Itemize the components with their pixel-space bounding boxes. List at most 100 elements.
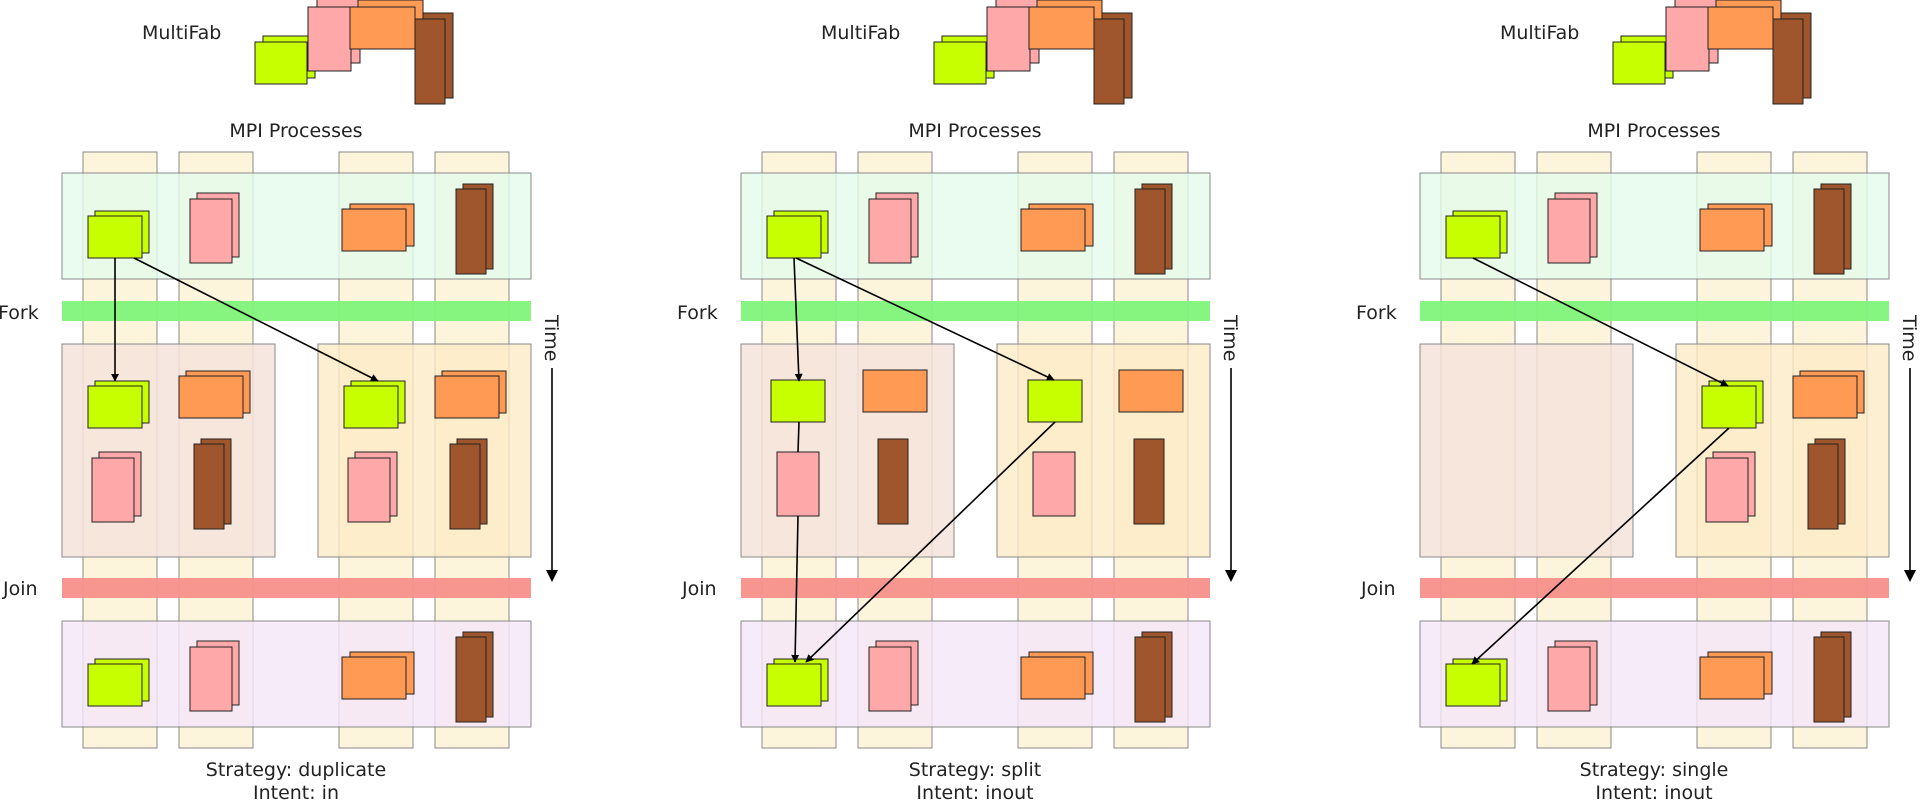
time-axis: Time	[540, 314, 562, 582]
multifab-pink-box	[1665, 0, 1719, 72]
split-arrow-task2	[795, 257, 1055, 381]
final-pink-box	[189, 640, 240, 712]
fork-bar	[62, 301, 531, 321]
multifab-brown-box	[414, 12, 454, 105]
intent-caption: Intent: inout	[1595, 782, 1712, 800]
task2-lime-box	[343, 380, 406, 429]
initial-orange-box-front	[341, 208, 407, 252]
time-arrowhead	[1904, 570, 1916, 582]
intent-caption: Intent: inout	[916, 782, 1033, 800]
final-pink-box	[1547, 640, 1598, 712]
final-lime-box-front	[766, 663, 822, 707]
task2-lime-box-front	[1701, 385, 1757, 429]
task1-orange-box-front	[178, 375, 244, 419]
initial-pink-box	[189, 192, 240, 264]
task2-orange-box	[1118, 369, 1184, 413]
time-axis: Time	[1898, 314, 1920, 582]
task2-brown-box	[1807, 438, 1846, 530]
join-label: Join	[681, 578, 717, 600]
time-label: Time	[1219, 314, 1241, 362]
multifab-lime-box	[933, 35, 995, 85]
join-bar	[62, 578, 531, 598]
task2-lime-box-front	[343, 385, 399, 429]
multifab-orange-box-front	[1028, 6, 1095, 50]
initial-orange-box-front	[1699, 208, 1765, 252]
multifab-brown-box	[1772, 12, 1812, 105]
initial-pink-box-front	[189, 198, 233, 264]
task2-brown-box	[449, 438, 488, 530]
task2-pink-box	[1705, 451, 1756, 523]
task-group-1	[1419, 343, 1634, 558]
task1-orange-box	[178, 370, 251, 419]
join-label: Join	[1360, 578, 1396, 600]
multifab-orange-box	[1028, 0, 1103, 50]
initial-orange-box	[1020, 203, 1094, 252]
task1-orange-box	[862, 369, 928, 413]
join-arrow-task2	[805, 421, 1056, 663]
multifab-orange-box-front	[1707, 6, 1774, 50]
initial-lime-box-front	[1445, 215, 1501, 259]
split-arrow-task1	[793, 257, 803, 382]
initial-pink-box	[868, 192, 919, 264]
join-label: Join	[2, 578, 38, 600]
copy-arrow-task2	[133, 257, 379, 382]
task2-orange-box	[1792, 370, 1865, 419]
multifab-pink-box-front	[307, 6, 352, 72]
final-lime-box-front	[87, 663, 143, 707]
task1-brown-box	[877, 438, 909, 525]
initial-lime-box	[766, 210, 829, 259]
multifab-label: MultiFab	[821, 22, 900, 44]
initial-orange-box-front	[1020, 208, 1086, 252]
join-arrow-task1	[791, 515, 800, 663]
task2-brown-box	[1133, 438, 1165, 525]
task2-brown-box-front	[1807, 443, 1839, 530]
time-axis: Time	[1219, 314, 1241, 582]
strategy-caption: Strategy: single	[1580, 759, 1729, 781]
final-lime-box	[87, 658, 150, 707]
join-bar	[1420, 578, 1889, 598]
final-lime-box-front	[1445, 663, 1501, 707]
final-orange-box-front	[341, 656, 407, 700]
final-pink-box-front	[189, 646, 233, 712]
fork-bar	[741, 301, 1210, 321]
initial-brown-box-front	[455, 188, 487, 275]
multifab-brown-box-front	[1093, 18, 1125, 105]
initial-pink-box-front	[1547, 198, 1591, 264]
final-orange-box-front	[1699, 656, 1765, 700]
multifab-orange-box	[1707, 0, 1782, 50]
task2-brown-box-front	[449, 443, 481, 530]
initial-brown-box-front	[1813, 188, 1845, 275]
initial-lime-box	[87, 210, 150, 259]
final-orange-box-front	[1020, 656, 1086, 700]
initial-brown-box	[1134, 183, 1173, 275]
initial-lime-box-front	[87, 215, 143, 259]
initial-pink-box-front	[868, 198, 912, 264]
multifab-pink-box-front	[986, 6, 1031, 72]
task2-pink-box-front	[347, 457, 391, 523]
final-brown-box-front	[1813, 636, 1845, 723]
final-orange-box	[1699, 651, 1773, 700]
time-label: Time	[1898, 314, 1920, 362]
multifab-label: MultiFab	[142, 22, 221, 44]
task1-lime-box	[770, 379, 826, 423]
initial-brown-box	[1813, 183, 1852, 275]
multifab-orange-box-front	[349, 6, 416, 50]
final-brown-box-front	[1134, 636, 1166, 723]
final-brown-box	[455, 631, 494, 723]
single-arrow-task2	[1472, 257, 1729, 387]
mpi-processes-label: MPI Processes	[229, 120, 362, 142]
final-lime-box	[766, 658, 829, 707]
multifab-lime-box	[254, 35, 316, 85]
join-arrow-task2	[1471, 427, 1730, 665]
intent-caption: Intent: in	[253, 782, 339, 800]
mpi-processes-label: MPI Processes	[1587, 120, 1720, 142]
task1-pink-box	[91, 451, 142, 523]
final-orange-box	[1020, 651, 1094, 700]
initial-orange-box	[341, 203, 415, 252]
final-pink-box-front	[868, 646, 912, 712]
task1-lime-box	[87, 380, 150, 429]
task2-pink-box-front	[1705, 457, 1749, 523]
